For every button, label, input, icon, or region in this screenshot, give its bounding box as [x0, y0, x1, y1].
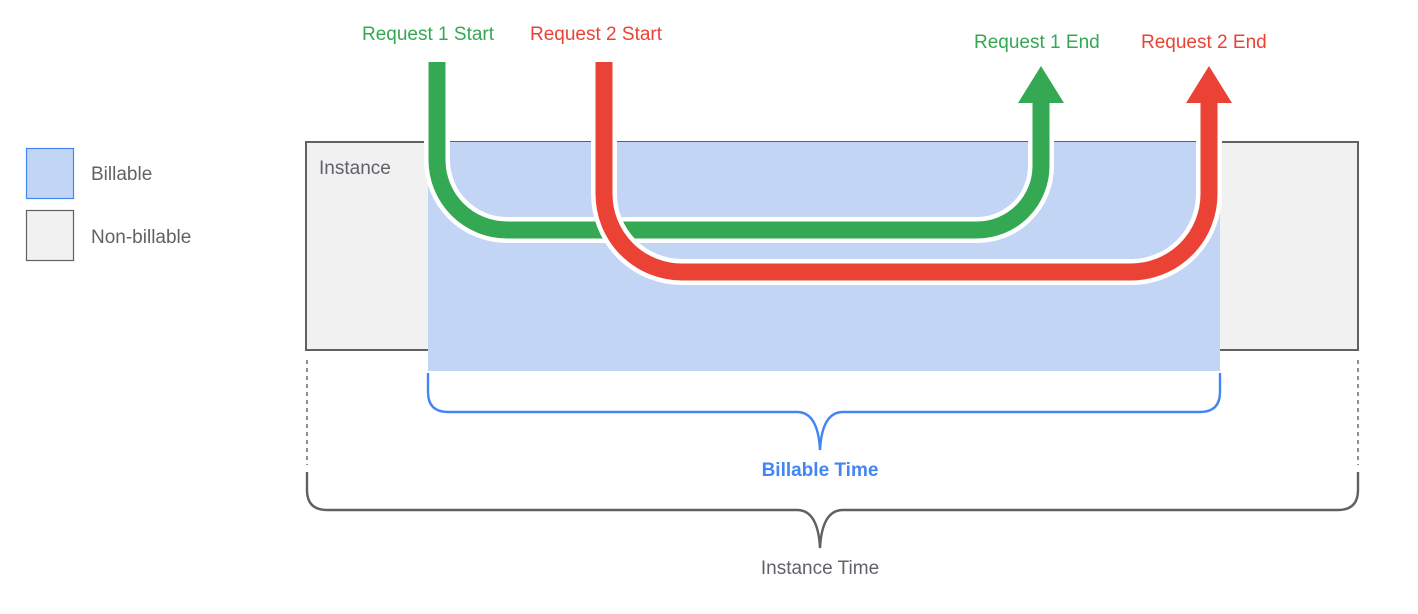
- legend: Billable Non-billable: [25, 147, 191, 262]
- legend-billable-swatch: [25, 147, 75, 200]
- request-1-start-label: Request 1 Start: [362, 24, 495, 45]
- legend-nonbillable-label: Non-billable: [91, 227, 191, 248]
- request-2-path: [591, 62, 1232, 285]
- instance-label: Instance: [319, 158, 391, 179]
- request-1-path: [424, 62, 1064, 243]
- instance-time-label: Instance Time: [761, 558, 879, 579]
- request-1-end-label: Request 1 End: [974, 32, 1100, 53]
- legend-billable-label: Billable: [91, 164, 152, 185]
- billable-region: [428, 142, 1220, 371]
- request-2-start-label: Request 2 Start: [530, 24, 663, 45]
- legend-nonbillable-swatch: [25, 209, 75, 262]
- billable-time-brace: [426, 373, 1222, 451]
- request-2-arrowhead: [1186, 66, 1232, 103]
- request-1-arrowhead: [1018, 66, 1064, 103]
- request-2-end-label: Request 2 End: [1141, 32, 1267, 53]
- instance-time-brace: [305, 472, 1360, 549]
- billable-time-label: Billable Time: [762, 460, 879, 481]
